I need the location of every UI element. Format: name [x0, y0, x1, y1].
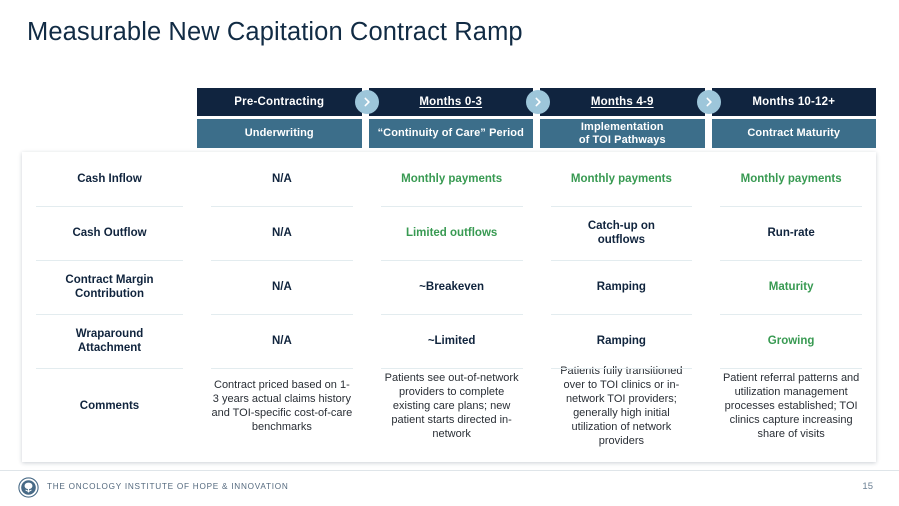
cell-r1-c2: Monthly payments	[401, 172, 503, 185]
row-label-2: Cash Outflow	[22, 206, 197, 260]
phase-subtitle-4: Contract Maturity	[711, 119, 876, 148]
cell-r3-c3: Ramping	[537, 260, 707, 314]
slide-footer: THE ONCOLOGY INSTITUTE OF HOPE & INNOVAT…	[0, 471, 899, 506]
cell-r4-c2: ~Limited	[367, 314, 537, 368]
cell-comments-c3: Patients fully transitioned over to TOI …	[537, 365, 707, 447]
page-title: Measurable New Capitation Contract Ramp	[27, 18, 523, 46]
cell-r1-c1: N/A	[271, 172, 292, 185]
chevron-right-icon-3	[697, 90, 721, 114]
row-label-1: Cash Inflow	[77, 172, 142, 185]
table-row: Cash Inflow N/A Monthly payments Monthly pa…	[22, 152, 876, 206]
cell-r4-c3: Ramping	[537, 314, 707, 368]
row-label-comments: Comments	[22, 368, 197, 444]
cell-comments-c1: Contract priced based on 1-3 years actua…	[197, 368, 367, 444]
cell-r4-c1: N/A	[197, 314, 367, 368]
phase-subtitle-2: “Continuity of Care” Period	[368, 119, 533, 148]
phase-column-2: Months 0-3 “Continuity of Care” Period	[368, 88, 533, 148]
cell-r3-c1: N/A	[197, 260, 367, 314]
cell-r2-c2: Limited outflows	[367, 206, 537, 260]
cell-comments-c4: Patient referral patterns and utilizatio…	[706, 368, 876, 444]
cell-comments-c2: Patients see out-of-network providers to…	[367, 368, 537, 444]
cell-r3-c2: ~Breakeven	[367, 260, 537, 314]
phase-column-4: Months 10-12+ Contract Maturity	[711, 88, 876, 148]
phase-title-3: Months 4-9	[540, 88, 705, 116]
phase-title-4: Months 10-12+	[711, 88, 876, 116]
footer-divider	[0, 470, 899, 471]
page-number: 15	[862, 481, 873, 492]
chevron-right-icon-1	[355, 90, 379, 114]
phase-title-1: Pre-Contracting	[197, 88, 362, 116]
oncology-institute-logo-icon	[18, 477, 39, 498]
cell-r1-c4: Monthly payments	[740, 172, 842, 185]
cell-r4-c4: Growing	[706, 314, 876, 368]
cell-r2-c1: N/A	[197, 206, 367, 260]
cell-r1-c3: Monthly payments	[570, 172, 672, 185]
phase-subtitle-1: Underwriting	[197, 119, 362, 148]
chevron-right-icon-2	[526, 90, 550, 114]
cell-r3-c4: Maturity	[706, 260, 876, 314]
footer-brand-text: THE ONCOLOGY INSTITUTE OF HOPE & INNOVAT…	[47, 482, 289, 491]
cell-r2-c4: Run-rate	[706, 206, 876, 260]
phase-title-2: Months 0-3	[368, 88, 533, 116]
